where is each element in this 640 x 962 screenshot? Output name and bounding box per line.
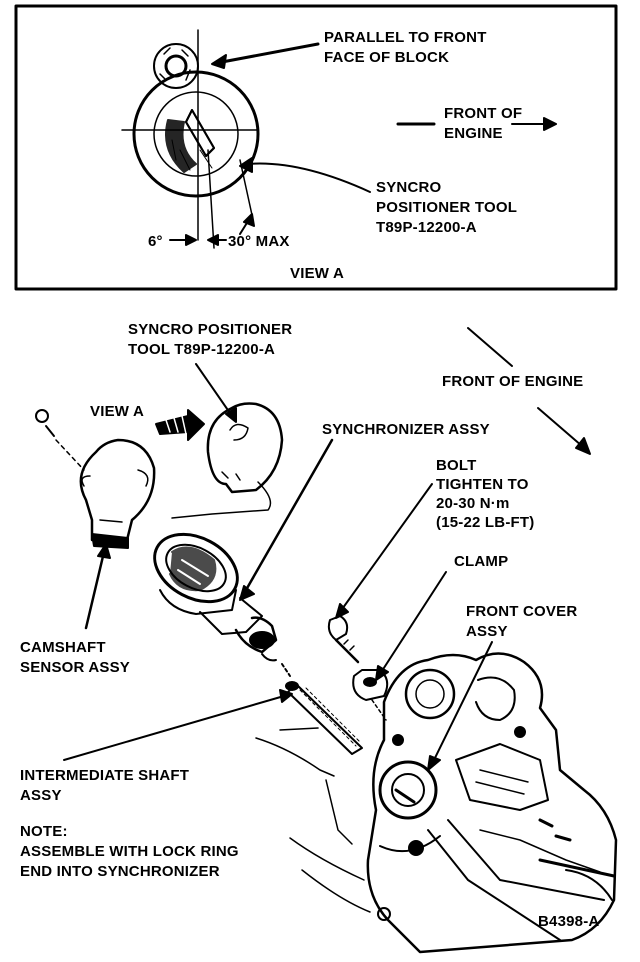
bolt-label-line-4: (15-22 LB-FT) [436,514,535,531]
synchronizer-label: SYNCHRONIZER ASSY [322,421,490,438]
front-cover-label-line-2: ASSY [466,623,508,640]
view-a-title: VIEW A [290,265,344,282]
bolt-label-line-3: 20-30 N·m [436,495,510,512]
engine-front-cover [366,652,618,954]
camshaft-sensor-body [79,438,156,549]
bolt [327,615,360,664]
view-a-angle-right: 30° MAX [228,233,290,250]
view-a-front-label-line-2: ENGINE [444,125,503,142]
intermediate-shaft-leader [63,695,285,761]
view-a-tool-label-line-1: SYNCRO [376,179,442,196]
view-a-angle-left: 6° [148,233,163,250]
view-a-parallel-note-line-1: PARALLEL TO FRONT [324,29,487,46]
view-a-angle-line [207,149,215,249]
main-tool-leader [195,363,233,417]
view-a-synchronizer-circle [132,70,260,198]
view-a-tool-label-line-2: POSITIONER TOOL [376,199,518,216]
view-a-indicator-arrow [155,409,205,441]
clamp-leader [379,571,447,675]
main-front-arrow-upper [467,327,513,367]
main-tool-label-line-1: SYNCRO POSITIONER [128,321,293,338]
main-tool-label-line-2: TOOL T89P-12200-A [128,341,276,358]
view-a-frame [14,4,618,291]
positioner-tool [171,402,284,519]
main-front-arrow-lower [537,407,583,447]
intermediate-shaft-label-line-2: ASSY [20,787,62,804]
sensor-screw [35,409,85,471]
camshaft-leader [84,550,106,630]
note-line-2: END INTO SYNCHRONIZER [20,863,220,880]
clamp [352,669,389,721]
camshaft-label-line-2: SENSOR ASSY [20,659,131,676]
main-view-a-ref: VIEW A [90,403,144,420]
front-cover-leader [431,641,493,765]
view-a-tool-leader [247,162,371,193]
intermediate-shaft-label-line-1: INTERMEDIATE SHAFT [20,767,190,784]
note-heading: NOTE: [20,823,68,840]
view-a-parallel-leader [220,42,320,64]
bolt-label-line-1: BOLT [436,457,477,474]
synchronizer-leader [244,438,334,592]
view-a-tool-label-line-3: T89P-12200-A [376,219,477,236]
note-line-1: ASSEMBLE WITH LOCK RING [20,843,239,860]
main-front-of-engine: FRONT OF ENGINE [442,373,584,390]
intermediate-shaft [281,663,363,755]
camshaft-label-line-1: CAMSHAFT [20,639,106,656]
view-a-parallel-note-line-2: FACE OF BLOCK [324,49,450,66]
synchronizer-assembly [153,532,278,662]
view-a-front-label-line-1: FRONT OF [444,105,523,122]
bolt-leader [339,483,433,613]
front-cover-label-line-1: FRONT COVER [466,603,578,620]
clamp-label: CLAMP [454,553,509,570]
bolt-label-line-2: TIGHTEN TO [436,476,529,493]
figure-code: B4398-A [538,913,600,930]
